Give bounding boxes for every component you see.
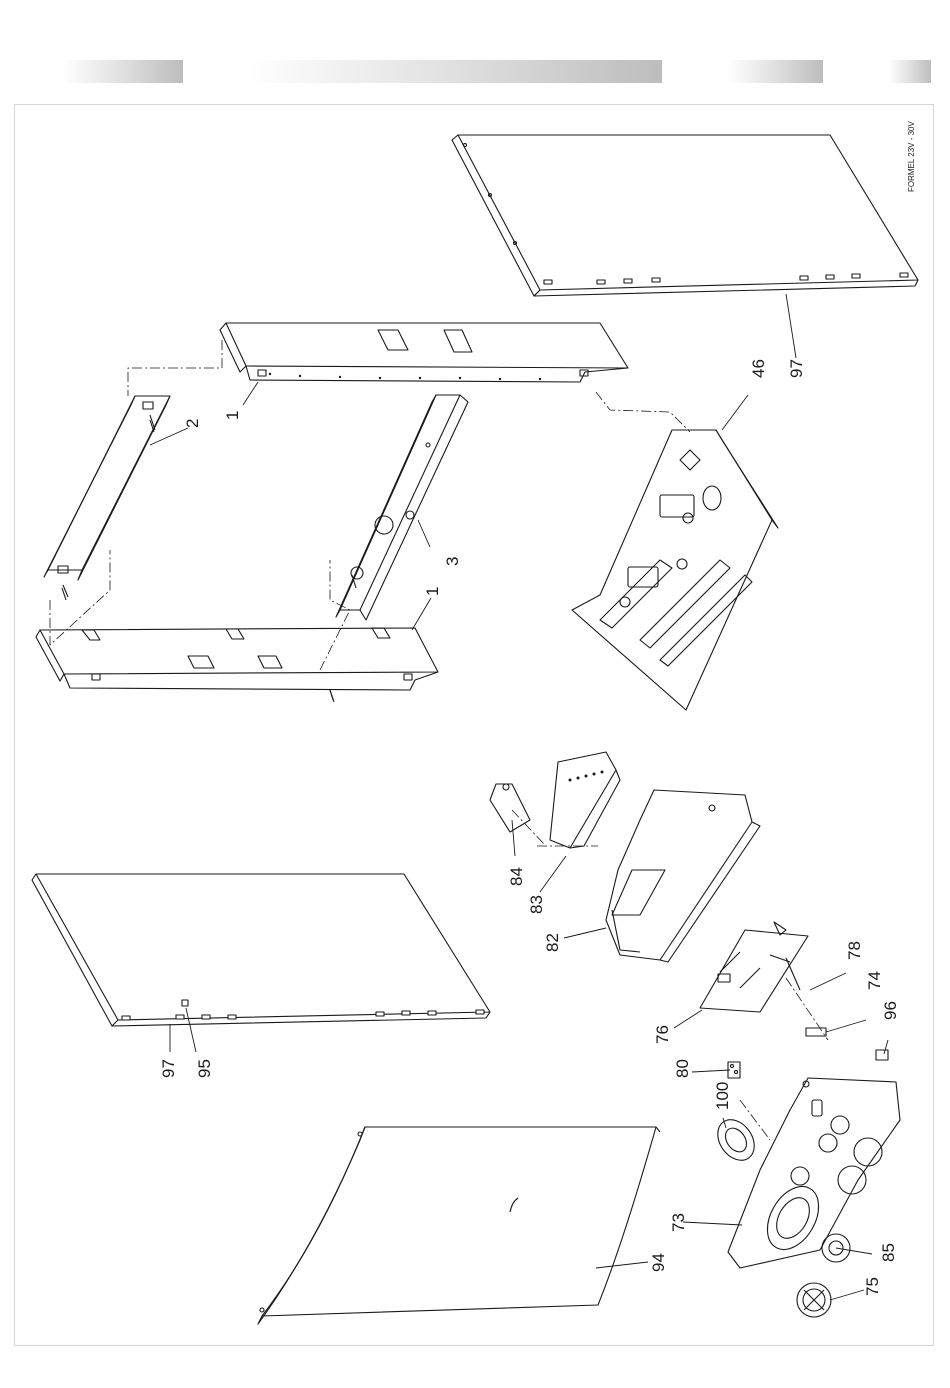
callout-75: 75 (863, 1277, 882, 1296)
callout-82: 82 (543, 933, 562, 952)
callout-78: 78 (845, 941, 864, 960)
knob-75 (797, 1283, 831, 1317)
side-panel-97-top (452, 135, 918, 296)
callout-76: 76 (653, 1025, 672, 1044)
callout-2: 2 (183, 419, 202, 428)
callout-74: 74 (865, 971, 884, 990)
connector-74 (806, 1028, 826, 1036)
callout-94: 94 (649, 1253, 668, 1272)
callout-97-bottom: 97 (159, 1059, 178, 1078)
callout-3: 3 (443, 557, 462, 566)
knob-85 (822, 1138, 882, 1262)
model-label: FORMEL 23V - 30V (907, 120, 916, 192)
frame-rail-1-top (220, 323, 628, 382)
pcb-76 (700, 922, 808, 1012)
callout-95: 95 (195, 1059, 214, 1078)
callout-1-bottom: 1 (423, 587, 442, 596)
callout-46: 46 (749, 359, 768, 378)
callout-83: 83 (527, 895, 546, 914)
crossbar-2 (44, 396, 170, 597)
clip-96 (876, 1050, 888, 1060)
callout-85: 85 (879, 1243, 898, 1262)
grommet-100 (710, 1113, 761, 1167)
callout-97-top: 97 (787, 359, 806, 378)
control-panel-73 (728, 1078, 900, 1268)
control-box-82 (606, 790, 760, 962)
assembly-guide-lines (50, 340, 828, 1140)
side-panel-97-bottom (32, 874, 490, 1026)
frame-rail-1-bottom (36, 628, 438, 700)
back-plate-46 (572, 430, 778, 710)
callout-80: 80 (673, 1059, 692, 1078)
callout-96: 96 (881, 1001, 900, 1020)
front-door-94 (258, 1127, 660, 1324)
screw-icon (62, 420, 356, 702)
callout-100: 100 (713, 1082, 732, 1110)
housing-83 (550, 752, 620, 848)
callout-1-top: 1 (223, 411, 242, 420)
callout-84: 84 (507, 867, 526, 886)
cover-84 (490, 784, 530, 832)
callout-73: 73 (669, 1213, 688, 1232)
